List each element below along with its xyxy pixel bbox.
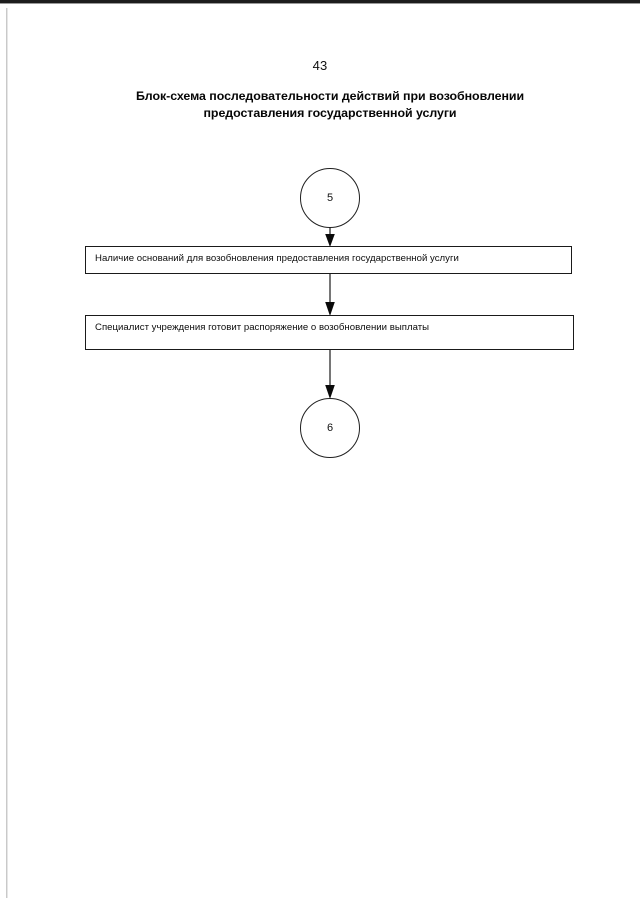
flow-arrow-5-to-step-1 xyxy=(323,227,337,247)
scan-edge-top-soft xyxy=(0,3,640,4)
flow-connector-node-5-label: 5 xyxy=(326,192,334,204)
flow-process-node-2: Специалист учреждения готовит распоряжен… xyxy=(85,315,574,350)
page-number: 43 xyxy=(312,58,328,73)
page-title: Блок-схема последовательности действий п… xyxy=(110,88,550,121)
flow-connector-node-6: 6 xyxy=(300,398,360,458)
flow-arrow-step-1-to-step-2 xyxy=(323,274,337,316)
page-title-line-2: предоставления государственной услуги xyxy=(203,105,457,120)
flow-arrow-step-2-to-6 xyxy=(323,350,337,399)
arrow-down-icon xyxy=(325,274,335,316)
scan-edge-left xyxy=(6,8,7,898)
scan-edge-left-soft xyxy=(7,8,8,898)
flow-connector-node-5: 5 xyxy=(300,168,360,228)
arrow-down-icon xyxy=(325,350,335,399)
flow-process-node-1: Наличие оснований для возобновления пред… xyxy=(85,246,572,274)
flow-process-node-1-label: Наличие оснований для возобновления пред… xyxy=(95,253,459,264)
scan-edge-top xyxy=(0,0,640,3)
flow-connector-node-6-label: 6 xyxy=(326,422,334,434)
flow-process-node-2-label: Специалист учреждения готовит распоряжен… xyxy=(95,322,430,333)
arrow-down-icon xyxy=(325,227,335,247)
page-title-line-1: Блок-схема последовательности действий п… xyxy=(135,89,525,103)
